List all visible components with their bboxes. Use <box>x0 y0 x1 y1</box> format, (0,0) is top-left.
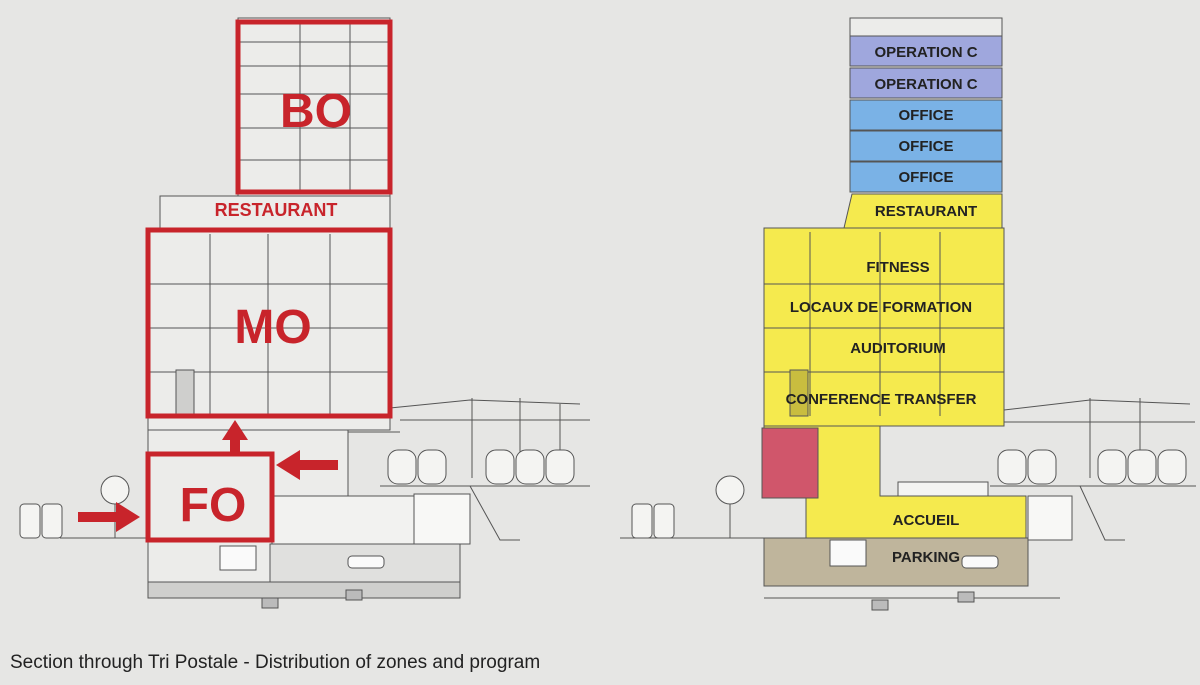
parking-label: PARKING <box>892 549 960 566</box>
bo-zone-frame <box>235 19 393 195</box>
right-building-structure <box>620 232 1196 611</box>
zone-frames <box>145 19 393 543</box>
fo-zone-frame <box>145 451 275 543</box>
tower-cap <box>849 17 1003 37</box>
zones-section: BO MO FO RESTAURANT <box>19 17 590 609</box>
accueil-label: ACCUEIL <box>893 512 960 529</box>
arrow-right-icon <box>78 502 140 532</box>
flow-arrows <box>78 420 338 532</box>
office-label-3: OFFICE <box>899 169 954 186</box>
operation-c-label-1: OPERATION C <box>874 44 977 61</box>
office-band-3 <box>849 161 1003 193</box>
mo-zone-frame <box>145 227 393 419</box>
office-label-2: OFFICE <box>899 138 954 155</box>
restaurant-zone-label: RESTAURANT <box>215 200 338 220</box>
office-label-1: OFFICE <box>899 107 954 124</box>
office-band-2 <box>849 130 1003 162</box>
figure-caption: Section through Tri Postale - Distributi… <box>10 652 541 673</box>
program-labels: OPERATION C OPERATION C OFFICE OFFICE OF… <box>786 44 978 566</box>
locaux-label: LOCAUX DE FORMATION <box>790 299 972 316</box>
fitness-label: FITNESS <box>866 259 929 276</box>
arrow-left-icon <box>276 450 338 480</box>
restaurant-program-label: RESTAURANT <box>875 203 977 220</box>
mo-label: MO <box>234 301 311 354</box>
fo-label: FO <box>180 479 247 532</box>
auditorium-label: AUDITORIUM <box>850 340 946 357</box>
bo-label: BO <box>280 85 352 138</box>
office-band-1 <box>849 99 1003 131</box>
program-fills <box>761 17 1029 587</box>
operation-c-band-1 <box>849 35 1003 67</box>
operation-c-band-2 <box>849 67 1003 99</box>
program-section: OPERATION C OPERATION C OFFICE OFFICE OF… <box>620 17 1196 611</box>
conference-label: CONFERENCE TRANSFER <box>786 391 977 408</box>
operation-c-label-2: OPERATION C <box>874 76 977 93</box>
arrow-up-icon <box>222 420 248 456</box>
special-red-block <box>761 427 819 499</box>
